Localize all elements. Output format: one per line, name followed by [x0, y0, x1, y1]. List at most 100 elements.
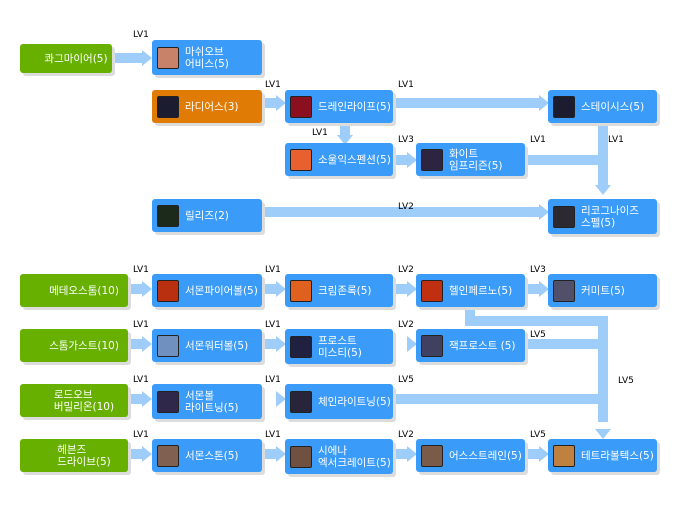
skill-icon: [553, 95, 575, 118]
skill-node-stasis[interactable]: 스테이시스(5): [548, 90, 657, 123]
level-requirement: LV5: [618, 376, 634, 386]
connector: [393, 284, 408, 294]
arrow-down-icon: [595, 429, 611, 439]
skill-node-sbolt[interactable]: 서몬볼 라이트닝(5): [152, 384, 262, 419]
skill-label: 메테오스톰(10): [49, 284, 119, 297]
level-requirement: LV2: [398, 430, 414, 440]
level-requirement: LV1: [265, 430, 281, 440]
connector: [525, 155, 603, 165]
level-requirement: LV1: [133, 320, 149, 330]
connector: [465, 306, 475, 320]
connector: [525, 339, 605, 349]
arrow-right-icon: [276, 95, 286, 111]
level-requirement: LV1: [265, 265, 281, 275]
skill-node-quagmire[interactable]: 콰그마이어(5): [20, 44, 112, 73]
skill-node-comet[interactable]: 커미트(5): [548, 274, 657, 307]
skill-node-radius[interactable]: 라디어스(3): [152, 90, 262, 123]
skill-label: 마쉬오브 어비스(5): [185, 45, 229, 70]
arrow-down-icon: [595, 185, 611, 195]
skill-node-drain[interactable]: 드레인라이프(5): [285, 90, 393, 123]
connector: [598, 316, 608, 422]
level-requirement: LV1: [265, 320, 281, 330]
arrow-right-icon: [276, 281, 286, 297]
skill-label: 화이트 임프리즌(5): [449, 147, 503, 172]
level-requirement: LV1: [265, 375, 281, 385]
skill-icon: [290, 148, 312, 171]
arrow-right-icon: [539, 281, 549, 297]
level-requirement: LV5: [398, 375, 414, 385]
skill-node-recog[interactable]: 리코그나이즈 스펠(5): [548, 199, 657, 234]
connector: [393, 98, 540, 108]
skill-node-meteor[interactable]: 메테오스톰(10): [20, 274, 128, 307]
skill-icon: [421, 279, 443, 302]
skill-label: 헤븐즈 드라이브(5): [57, 443, 111, 468]
connector: [262, 449, 277, 459]
connector: [393, 394, 605, 404]
skill-label: 시에나 엑서크레이트(5): [318, 444, 391, 469]
skill-icon: [290, 335, 312, 358]
skill-label: 라디어스(3): [185, 100, 239, 113]
skill-label: 스테이시스(5): [581, 100, 645, 113]
connector: [525, 449, 540, 459]
arrow-right-icon: [539, 95, 549, 111]
arrow-down-icon: [337, 135, 353, 145]
skill-icon: [157, 204, 179, 227]
skill-node-release[interactable]: 릴리즈(2): [152, 199, 262, 232]
skill-label: 잭프로스트 (5): [449, 339, 516, 352]
connector: [340, 123, 350, 135]
level-requirement: LV1: [312, 128, 328, 138]
connector: [128, 394, 144, 404]
skill-icon: [553, 205, 575, 228]
skill-node-swater[interactable]: 서몬워터볼(5): [152, 329, 262, 362]
skill-node-sstone[interactable]: 서몬스톤(5): [152, 439, 262, 472]
skill-label: 콰그마이어(5): [44, 52, 108, 65]
skill-label: 서몬스톤(5): [185, 449, 239, 462]
skill-node-white[interactable]: 화이트 임프리즌(5): [416, 143, 525, 176]
skill-icon: [157, 390, 179, 413]
skill-node-hell[interactable]: 헬인페르노(5): [416, 274, 525, 307]
skill-icon: [290, 445, 312, 468]
arrow-right-icon: [142, 281, 152, 297]
arrow-right-icon: [276, 446, 286, 462]
skill-icon: [157, 334, 179, 357]
skill-label: 스톰가스트(10): [49, 339, 119, 352]
skill-icon: [553, 279, 575, 302]
skill-node-marsh[interactable]: 마쉬오브 어비스(5): [152, 40, 262, 75]
skill-node-heaven[interactable]: 헤븐즈 드라이브(5): [20, 439, 128, 472]
connector: [112, 53, 144, 63]
level-requirement: LV1: [133, 430, 149, 440]
skill-icon: [157, 279, 179, 302]
skill-node-storm[interactable]: 스톰가스트(10): [20, 329, 128, 362]
skill-node-soul[interactable]: 소울익스펜션(5): [285, 143, 393, 176]
skill-node-crimson[interactable]: 크림존록(5): [285, 274, 393, 307]
skill-node-lord[interactable]: 로드오브 버밀리온(10): [20, 384, 128, 417]
skill-node-earth[interactable]: 어스스트레인(5): [416, 439, 525, 472]
arrow-right-icon: [407, 281, 417, 297]
skill-label: 서몬워터볼(5): [185, 339, 249, 352]
skill-label: 크림존록(5): [318, 284, 372, 297]
arrow-right-icon: [142, 336, 152, 352]
skill-label: 프로스트 미스티(5): [318, 334, 362, 359]
arrow-right-icon: [276, 391, 286, 407]
skill-icon: [290, 390, 312, 413]
skill-node-tetra[interactable]: 테트라볼텍스(5): [548, 439, 657, 472]
skill-node-siena[interactable]: 시에나 엑서크레이트(5): [285, 439, 393, 474]
level-requirement: LV3: [530, 265, 546, 275]
skill-node-jack[interactable]: 잭프로스트 (5): [416, 329, 525, 362]
skill-node-sfire[interactable]: 서몬파이어볼(5): [152, 274, 262, 307]
skill-node-frostm[interactable]: 프로스트 미스티(5): [285, 329, 393, 364]
level-requirement: LV1: [265, 80, 281, 90]
level-requirement: LV2: [398, 320, 414, 330]
skill-label: 커미트(5): [581, 284, 625, 297]
level-requirement: LV1: [608, 135, 624, 145]
connector: [262, 339, 277, 349]
level-requirement: LV1: [133, 30, 149, 40]
skill-label: 테트라볼텍스(5): [581, 449, 654, 462]
connector: [525, 284, 540, 294]
connector: [465, 316, 605, 326]
skill-icon: [157, 95, 179, 118]
skill-node-chain[interactable]: 체인라이트닝(5): [285, 384, 393, 419]
level-requirement: LV2: [398, 265, 414, 275]
connector: [128, 449, 144, 459]
level-requirement: LV5: [530, 330, 546, 340]
